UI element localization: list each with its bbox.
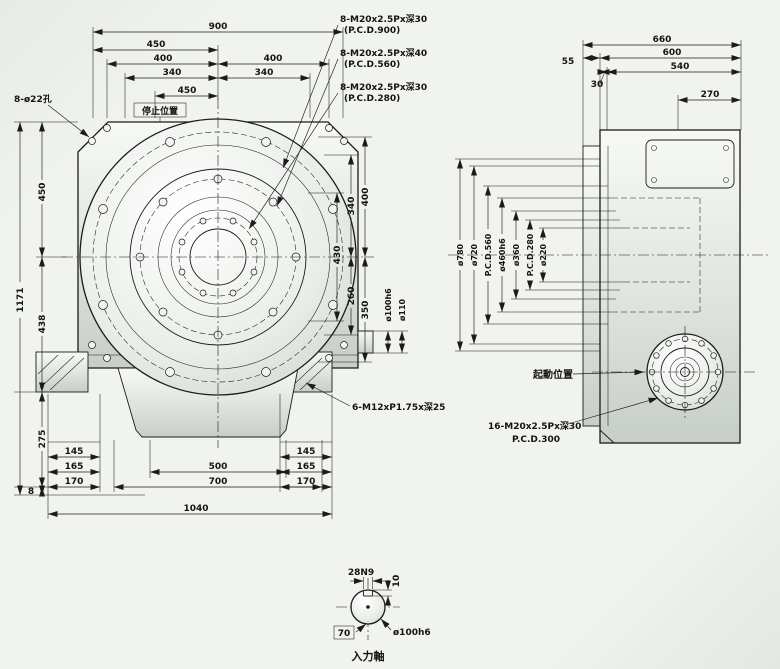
dim-55: 55 xyxy=(562,57,575,67)
tap-note-3: 8-M20x2.5Px深30 xyxy=(340,81,427,93)
side-mounting-flange xyxy=(582,145,601,427)
dim-145-left: 145 xyxy=(65,447,84,457)
dim-30: 30 xyxy=(591,80,604,90)
front-left-foot xyxy=(35,351,89,393)
dim-165-left: 165 xyxy=(65,462,84,472)
dim-340-right: 340 xyxy=(255,68,274,78)
front-view: 900 450 400 400 340 340 450 停止位置 8-ø22孔 … xyxy=(14,13,445,519)
corner-holes-note: 8-ø22孔 xyxy=(14,93,52,105)
dim-275: 275 xyxy=(38,430,48,449)
rear-tap-note: 16-M20x2.5Px深30 xyxy=(488,420,581,432)
dim-450-left: 450 xyxy=(38,183,48,202)
ref-dim-leader xyxy=(355,623,367,633)
tap-note-2: 8-M20x2.5Px深40 xyxy=(340,47,427,59)
side-dia-extension-lines xyxy=(455,158,624,352)
dim-dia220: ø220 xyxy=(539,243,548,266)
pcd900-bolt-holes xyxy=(98,137,338,377)
terminal-box xyxy=(645,139,735,189)
corner-holes-leader xyxy=(47,104,90,138)
dim-dia460h6: ø460h6 xyxy=(498,238,507,272)
front-left-dims: 1171 450 438 275 8 xyxy=(16,122,48,497)
dim-1171: 1171 xyxy=(16,287,26,312)
dim-dia360: ø360 xyxy=(512,243,521,266)
shaft-dia-leader xyxy=(380,618,392,631)
front-tap-notes: 8-M20x2.5Px深30 (P.C.D.900) 8-M20x2.5Px深4… xyxy=(248,13,427,230)
dim-660: 660 xyxy=(653,35,672,45)
dim-8: 8 xyxy=(28,487,34,497)
dim-shaft-100h6: ø100h6 xyxy=(384,288,393,322)
dim-350-v: 350 xyxy=(361,301,371,320)
front-right-dims: 400 340 430 260 350 xyxy=(333,137,371,362)
bottom-bolt-leader xyxy=(305,382,351,407)
dim-438: 438 xyxy=(38,315,48,334)
dim-900: 900 xyxy=(209,22,228,32)
dim-pcd280: P.C.D.280 xyxy=(526,233,535,276)
dim-500: 500 xyxy=(209,462,228,472)
rear-tap-note-pcd: P.C.D.300 xyxy=(512,435,560,445)
tap-note-1: 8-M20x2.5Px深30 xyxy=(340,13,427,25)
ref-dim-box xyxy=(333,625,355,640)
dim-shaft-dia: ø100h6 xyxy=(393,628,431,638)
side-dia-dims: ø780 ø720 P.C.D.560 ø460h6 ø360 P.C.D.28… xyxy=(456,159,548,351)
dim-170-left: 170 xyxy=(65,477,84,487)
keyway xyxy=(363,590,373,597)
front-bottom-dims: 145 145 165 500 165 170 700 170 1040 xyxy=(48,447,332,517)
tap-note-3-pcd: (P.C.D.280) xyxy=(344,94,400,104)
dim-70: 70 xyxy=(338,629,351,639)
dim-540: 540 xyxy=(671,62,690,72)
dim-keyway-28N9: 28N9 xyxy=(348,568,374,578)
stop-position-label: 停止位置 xyxy=(142,105,178,117)
dim-450-top: 450 xyxy=(147,40,166,50)
bottom-bolt-note: 6-M12xP1.75x深25 xyxy=(352,401,445,413)
dim-430-v: 430 xyxy=(333,246,343,265)
dim-700: 700 xyxy=(209,477,228,487)
dim-260-v: 260 xyxy=(347,287,357,306)
tap-note-2-pcd: (P.C.D.560) xyxy=(344,60,400,70)
start-position-label: 起動位置 xyxy=(532,368,573,381)
dim-170-right: 170 xyxy=(297,477,316,487)
front-top-extension-lines xyxy=(92,27,344,118)
shaft-center-dot xyxy=(366,605,370,609)
input-shaft-label: 入力軸 xyxy=(352,649,385,663)
front-left-extension-lines xyxy=(14,121,145,496)
dim-340-v: 340 xyxy=(347,197,357,216)
rear-tap-leader xyxy=(567,397,659,425)
dim-400-v: 400 xyxy=(361,188,371,207)
side-top-dims: 660 600 55 540 30 270 xyxy=(562,35,741,103)
dim-340-left: 340 xyxy=(163,68,182,78)
dim-165-right: 165 xyxy=(297,462,316,472)
dim-600: 600 xyxy=(663,48,682,58)
front-shaft-stub xyxy=(357,330,374,354)
dim-270: 270 xyxy=(701,90,720,100)
tap-note-1-pcd: (P.C.D.900) xyxy=(344,26,400,36)
terminal-box-screws xyxy=(651,145,729,183)
front-shaft-dims: ø100h6 ø110 xyxy=(384,288,407,353)
front-bottom-extension-lines xyxy=(47,394,333,519)
dim-400-right: 400 xyxy=(264,54,283,64)
side-view: 660 600 55 540 30 270 ø780 ø720 P.C.D.56… xyxy=(448,35,768,445)
corner-holes xyxy=(88,124,348,362)
dim-dia720: ø720 xyxy=(470,243,479,266)
dim-shaft-110: ø110 xyxy=(398,298,407,321)
dim-pcd560: P.C.D.560 xyxy=(484,233,493,276)
dim-keyway-depth-10: 10 xyxy=(392,575,402,588)
dim-400-left: 400 xyxy=(154,54,173,64)
dim-145-right: 145 xyxy=(297,447,316,457)
dim-450-stop: 450 xyxy=(178,86,197,96)
pcd280-bolt-holes xyxy=(178,217,258,297)
start-position-leader xyxy=(572,369,645,376)
front-top-dims: 900 450 400 400 340 340 450 xyxy=(93,22,343,99)
dim-dia780: ø780 xyxy=(456,243,465,266)
dim-1040: 1040 xyxy=(183,504,208,514)
input-shaft-detail: 28N9 10 70 ø100h6 入力軸 xyxy=(333,568,431,663)
